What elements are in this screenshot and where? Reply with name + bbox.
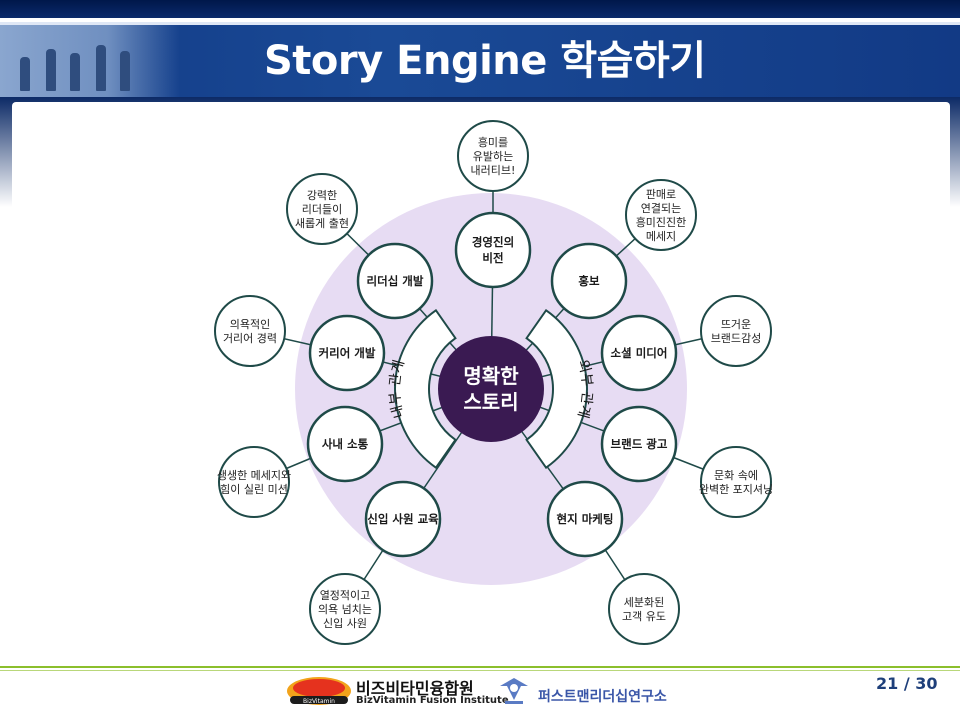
bizvitamin-logo-icon: BizVitamin	[287, 677, 351, 705]
internal-node-2-label: 커리어 개발	[319, 346, 376, 360]
external-node-3-label: 브랜드 광고	[611, 437, 668, 451]
internal-node-2-bubble	[214, 295, 286, 367]
page-title: Story Engine 학습하기	[264, 38, 706, 84]
executive-vision-node	[454, 211, 532, 289]
external-node-4-label: 현지 마케팅	[557, 512, 614, 526]
external-relations-label: 외부 관계	[574, 358, 595, 420]
footer-line-thin	[0, 670, 960, 671]
internal-node-2-node	[308, 314, 386, 392]
external-node-3-bubble	[700, 446, 772, 518]
external-node-1-label: 홍보	[578, 274, 600, 288]
internal-relations-label: 내부 관계	[387, 358, 408, 420]
business-people-photo	[0, 25, 180, 97]
external-node-3-node	[600, 405, 678, 483]
internal-node-3-label: 사내 소통	[322, 437, 369, 451]
external-node-4-bubble	[608, 573, 680, 645]
logo-badge-text: BizVitamin	[303, 698, 335, 705]
bizvitamin-name-en: BizVitamin Fusion Institute	[356, 695, 509, 706]
internal-node-4-label: 신입 사원 교육	[367, 512, 439, 526]
external-node-4-node	[546, 480, 624, 558]
firstman-emblem-icon	[500, 678, 528, 704]
external-node-1-node	[550, 242, 628, 320]
internal-node-3-bubble	[218, 446, 290, 518]
center-circle	[438, 336, 544, 442]
top-strip	[0, 0, 960, 18]
internal-relations-arc	[525, 308, 588, 470]
internal-node-4-node	[364, 480, 442, 558]
page-number: 21 / 30	[876, 674, 938, 693]
internal-node-1-bubble	[286, 173, 358, 245]
executive-vision-bubble	[457, 120, 529, 192]
external-node-2-bubble	[700, 295, 772, 367]
firstman-name-kr: 퍼스트맨리더십연구소	[538, 689, 667, 705]
external-relations-arc	[394, 308, 457, 470]
external-node-1-bubble	[625, 179, 697, 251]
bizvitamin-name-kr: 비즈비타민융합원	[356, 679, 474, 698]
external-node-2-label: 소셜 미디어	[611, 346, 668, 360]
external-node-2-node	[600, 314, 678, 392]
internal-node-3-node	[306, 405, 384, 483]
internal-node-4-bubble	[309, 573, 381, 645]
internal-node-1-label: 리더십 개발	[367, 274, 424, 288]
footer-line	[0, 666, 960, 668]
internal-node-1-node	[356, 242, 434, 320]
